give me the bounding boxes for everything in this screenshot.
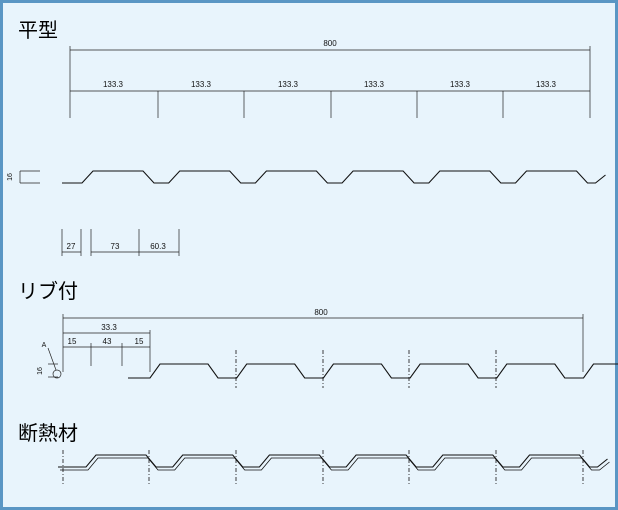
section-title-rib: リブ付 — [18, 279, 78, 303]
flat-height-label: 16 — [7, 173, 14, 181]
rib-dimension-lines — [47, 314, 584, 379]
rib-dim-right: 15 — [135, 337, 144, 346]
rib-height-label: 16 — [37, 367, 44, 375]
rib-pitch-label: 33.3 — [101, 323, 117, 332]
section-title-flat: 平型 — [18, 18, 58, 42]
flat-pitch-label-5: 133.3 — [450, 80, 471, 89]
rib-dim-left: 15 — [68, 337, 77, 346]
flat-pitch-label-4: 133.3 — [364, 80, 385, 89]
insulated-centerlines — [62, 450, 584, 484]
flat-pitch-label-3: 133.3 — [278, 80, 299, 89]
flat-dim-60-3: 60.3 — [150, 242, 166, 251]
rib-centerlines — [235, 350, 497, 388]
rib-profile-line — [128, 363, 618, 379]
flat-pitch-label-2: 133.3 — [191, 80, 212, 89]
rib-total-width-label: 800 — [314, 308, 328, 317]
rib-dim-middle: 43 — [103, 337, 112, 346]
section-title-insulated: 断熱材 — [18, 421, 78, 445]
flat-dimension-lines — [69, 46, 591, 118]
rib-point-label: A — [42, 342, 47, 349]
flat-pitch-label-6: 133.3 — [536, 80, 557, 89]
flat-profile-line — [62, 170, 606, 184]
flat-pitch-label-1: 133.3 — [103, 80, 124, 89]
flat-total-width-label: 800 — [323, 39, 337, 48]
flat-height-dimension — [19, 170, 40, 184]
flat-segment-dimensions — [61, 229, 180, 256]
flat-dim-27: 27 — [67, 242, 76, 251]
insulated-profile-outer — [58, 454, 608, 468]
insulated-profile-inner — [60, 457, 610, 471]
flat-dim-73: 73 — [111, 242, 120, 251]
